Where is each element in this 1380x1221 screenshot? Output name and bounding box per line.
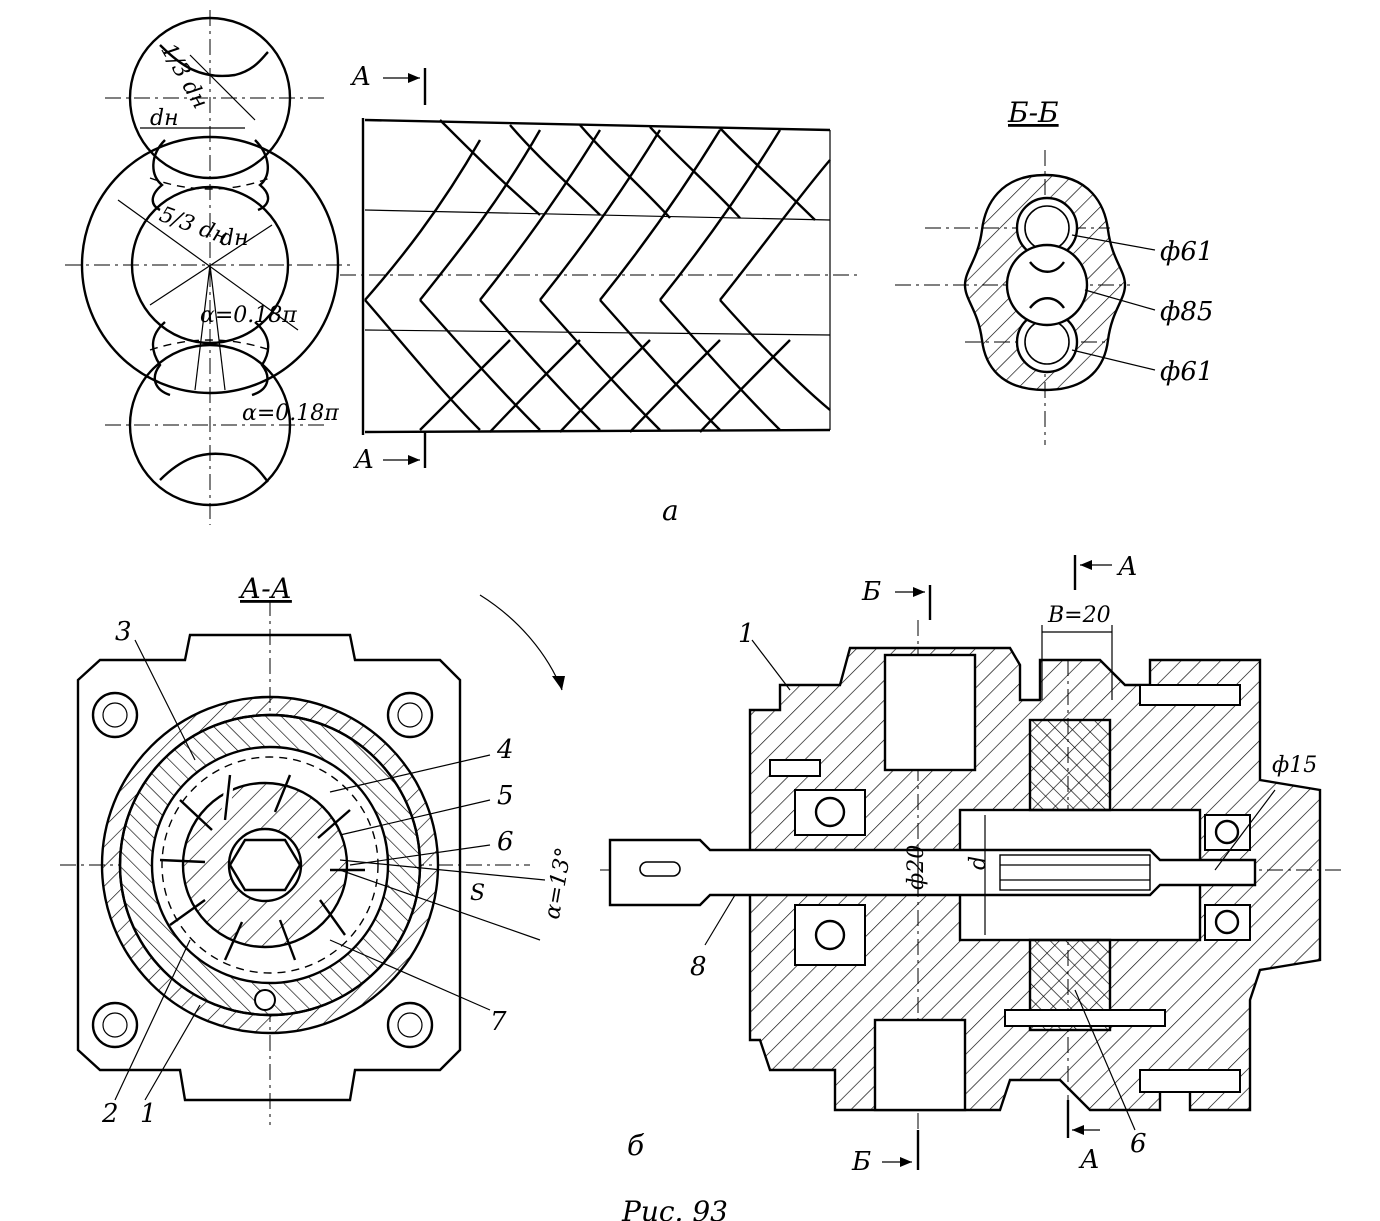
b-section-mark-bottom: Б (851, 1147, 871, 1177)
b-part-8: 8 (690, 952, 707, 982)
b-dim-phi15: ф15 (1272, 753, 1317, 778)
b-dim-b20: B=20 (1047, 603, 1111, 628)
b-part-1: 1 (738, 619, 755, 649)
figure-caption: Рис. 93 (621, 1195, 728, 1221)
aa-part-3: 3 (115, 617, 132, 647)
aa-part-1: 1 (140, 1099, 157, 1129)
aa-dim-s: S (470, 881, 485, 906)
callout-phi61-bottom: ф61 (1160, 357, 1213, 387)
aa-part-4: 4 (496, 735, 514, 765)
b-dim-phi20: ф20 (904, 845, 929, 890)
callout-phi61-top: ф61 (1160, 237, 1213, 267)
section-mark-a-bottom: A (353, 445, 374, 475)
dim-alpha-lower: α=0.18π (242, 401, 339, 426)
dim-alpha-upper: α=0.18π (200, 303, 297, 328)
aa-part-6: 6 (497, 827, 514, 857)
section-mark-a-top: A (350, 62, 371, 92)
twisted-rotor-view: A A (340, 62, 860, 475)
b-section-mark-a-bottom: А (1078, 1145, 1100, 1175)
part-label-a: а (662, 494, 679, 527)
b-part-6: 6 (1130, 1129, 1147, 1159)
part-label-b: б (627, 1129, 645, 1162)
rotor-profile-view: 1/3 dн dн 5/3 dн dн α=0.18π α=0.18π (65, 10, 350, 525)
longitudinal-section-view: Б Б А А B=20 ф15 ф20 d 1 8 6 (600, 552, 1345, 1177)
b-section-mark-a-top: А (1116, 552, 1138, 582)
section-bb-view: Б-Б ф61 ф85 ф61 (895, 96, 1213, 445)
section-aa-title: А-А (238, 572, 292, 605)
dim-one-third-dn: 1/3 dн (155, 39, 212, 113)
aa-part-5: 5 (497, 781, 514, 811)
section-aa-view: А-А (60, 572, 577, 1129)
aa-dim-alpha: α=13° (540, 846, 577, 922)
section-bb-title: Б-Б (1007, 96, 1059, 129)
b-section-mark-top: Б (861, 577, 881, 607)
aa-part-7: 7 (490, 1007, 507, 1037)
b-dim-d: d (966, 856, 991, 870)
dim-dn-center: dн (220, 226, 249, 251)
dim-dn-top: dн (150, 106, 179, 131)
aa-part-2: 2 (101, 1099, 119, 1129)
callout-phi85: ф85 (1160, 297, 1213, 327)
